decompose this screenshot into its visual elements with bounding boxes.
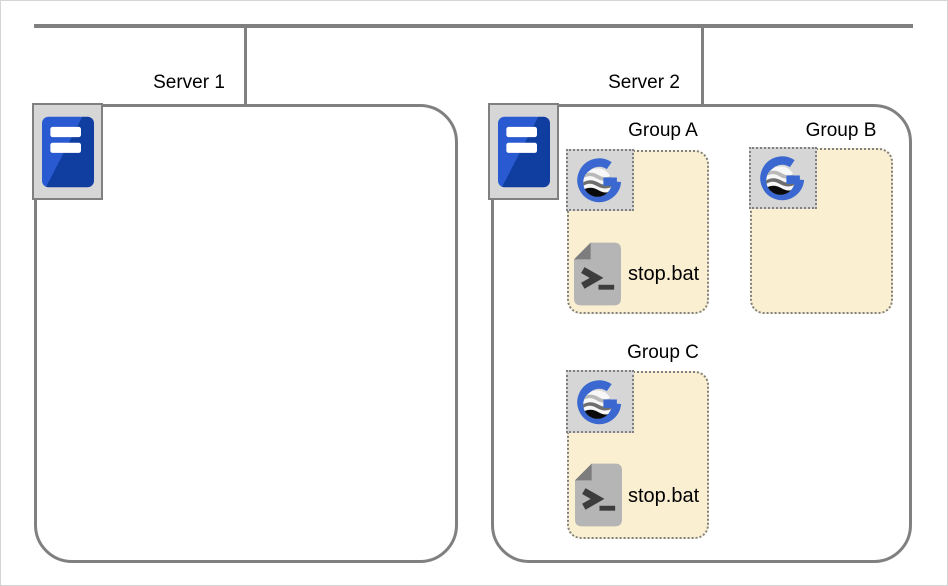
group-a-script-label: stop.bat: [628, 263, 700, 285]
server1-icon-tile: [32, 103, 103, 200]
batch-file-icon: [575, 463, 622, 527]
server1-drop-connector: [244, 26, 247, 104]
group-a-label: Group A: [628, 120, 698, 141]
goanywhere-agent-icon: [754, 151, 812, 205]
goanywhere-agent-icon: [571, 153, 629, 207]
server2-icon-tile: [488, 103, 559, 200]
group-c-label: Group C: [627, 342, 699, 363]
group-c-batch-file: [575, 463, 622, 527]
server2-label: Server 2: [608, 72, 680, 93]
group-b-agent-tile: [749, 147, 817, 209]
server1-label: Server 1: [153, 72, 225, 93]
trunk-connector-line: [34, 24, 913, 28]
group-b-label: Group B: [805, 120, 877, 141]
batch-file-icon: [574, 242, 621, 306]
server-icon: [42, 116, 94, 188]
group-c-agent-tile: [566, 370, 634, 433]
group-a-batch-file: [574, 242, 621, 306]
server-icon: [498, 116, 550, 188]
group-c-script-label: stop.bat: [628, 485, 700, 507]
goanywhere-agent-icon: [571, 375, 629, 429]
server1-box: [34, 104, 458, 563]
server2-drop-connector: [701, 26, 704, 104]
group-a-agent-tile: [566, 149, 634, 211]
